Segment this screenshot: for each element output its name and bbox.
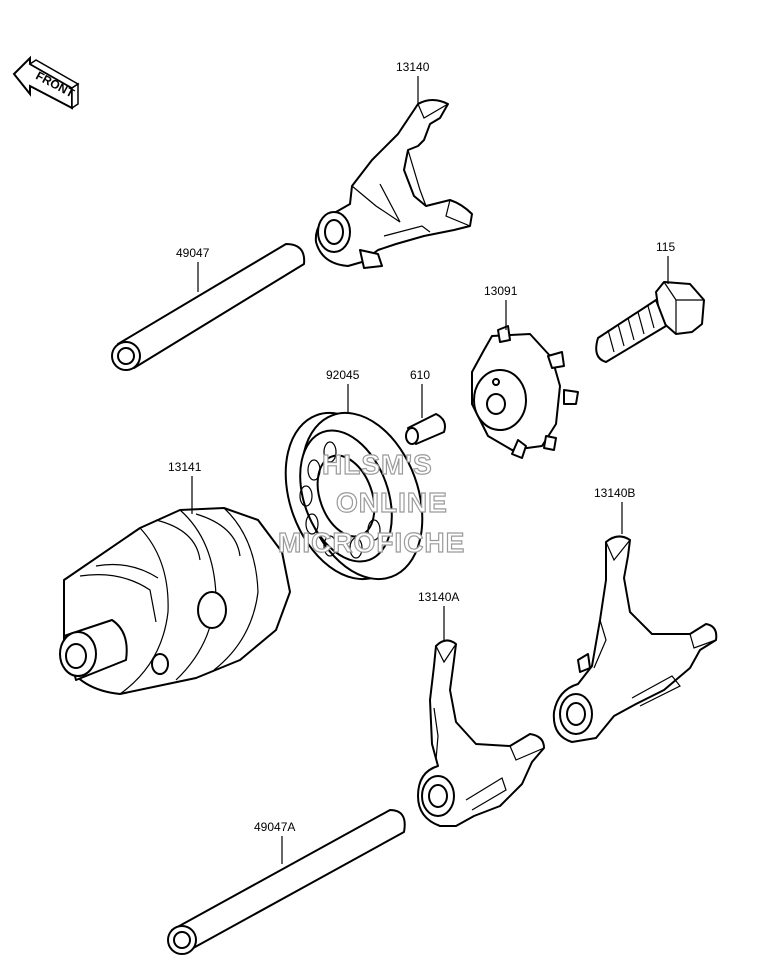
front-direction-badge: FRONT [12,55,80,110]
shaft-49047 [111,243,306,371]
part-labels: 13140 49047 115 13091 92045 610 13141 13… [168,60,675,834]
bolt-115 [595,281,705,363]
label-49047: 49047 [176,246,210,260]
bearing-92045 [284,411,424,581]
pin-610 [405,413,446,445]
watermark-line3: MICROFICHE [278,527,465,558]
label-13140: 13140 [396,60,430,74]
watermark-line2: ONLINE [336,487,448,518]
label-13140A: 13140A [418,590,459,604]
shift-fork-13140A [417,639,545,827]
watermark-line1: HLSM'S [322,449,433,480]
label-13141: 13141 [168,460,202,474]
leader-lines [191,76,669,864]
shift-fork-13140B [552,535,718,743]
label-92045: 92045 [326,368,360,382]
watermark: HLSM'S ONLINE MICROFICHE [277,448,465,558]
label-49047A: 49047A [254,820,295,834]
label-13091: 13091 [484,284,518,298]
shaft-49047A [167,809,406,955]
label-13140B: 13140B [594,486,635,500]
label-115: 115 [656,240,675,254]
label-610: 610 [410,368,430,382]
shift-drum-13141 [59,507,291,695]
pin-holder-13091 [471,325,579,459]
shift-fork-13140 [314,99,473,269]
